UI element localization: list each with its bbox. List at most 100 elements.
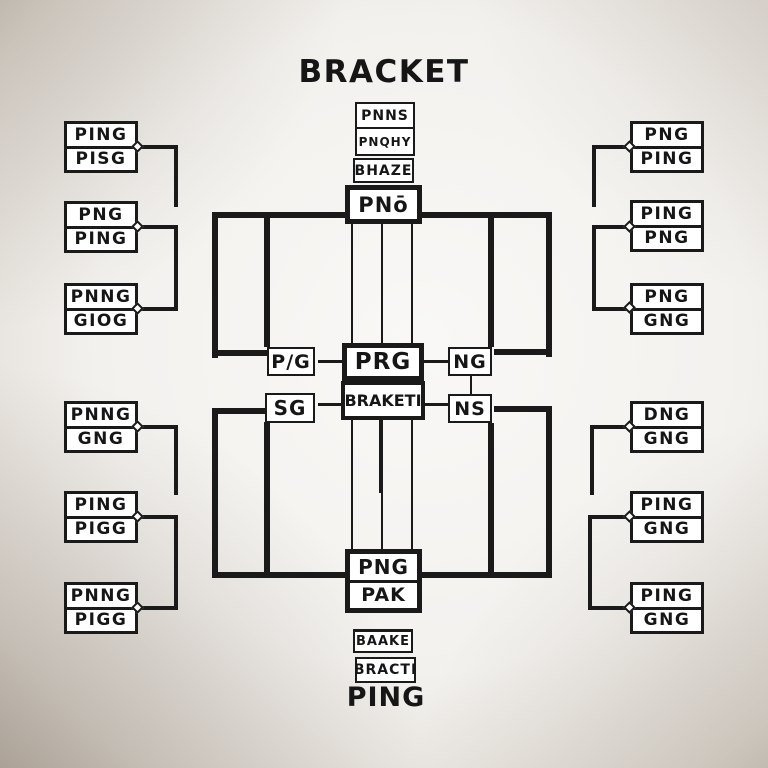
seed-box: BHAZE [353,158,414,183]
bracket-line [588,515,592,610]
bracket-line [590,425,594,495]
team-name: PNNG [67,585,135,610]
team-pair: PING PISG [64,121,138,173]
frame-line [488,423,494,578]
team-name: PING [67,494,135,519]
footer-label: PING [346,682,426,713]
feeder-line [381,224,383,346]
team-name: PNNG [67,404,135,429]
team-pair: PING GNG [630,491,704,543]
seed-label: PNNS [361,107,409,124]
seed-label: BRACTI [353,662,418,678]
semifinal-label: NS [454,397,486,420]
frame-line [212,212,218,358]
feeder-line [411,419,413,551]
frame-line [494,349,552,355]
frame-line [212,408,268,414]
bracket-line [588,606,630,610]
winner-box-top: PNō [345,185,422,224]
bracket-line [174,425,178,495]
team-name: PING [633,203,701,228]
team-pair: DNG GNG [630,401,704,453]
team-name: GNG [643,519,691,540]
final-label: BRAKETI [344,391,422,410]
connector-dash [318,360,344,363]
semifinal-box: NG [448,347,492,376]
seed-box: BAAKE [353,629,413,653]
team-name: PIGG [74,610,128,631]
semifinal-box: P/G [267,347,315,376]
bracket-line [174,145,178,207]
team-name: PING [74,229,128,250]
team-name: GIOG [73,311,129,332]
team-name: GNG [643,311,691,332]
bracket-line [592,145,596,207]
winner-label: PAK [361,584,406,607]
team-pair: PNG PING [630,121,704,173]
team-pair: PING GNG [630,582,704,634]
bracket-line [138,515,178,519]
connector-dash [318,403,344,406]
frame-line [494,406,552,412]
page-title: BRACKET [298,54,470,90]
team-pair: PNG GNG [630,283,704,335]
team-name: PNG [633,286,701,311]
semifinal-box: SG [265,393,315,423]
team-pair: PING PNG [630,200,704,252]
team-pair: PING PIGG [64,491,138,543]
seed-box: BRACTI [353,657,418,683]
semifinal-box: NS [448,394,492,423]
seed-label: BHAZE [354,162,413,179]
team-name: GNG [643,610,691,631]
team-name: PING [633,494,701,519]
final-box-top: PRG [342,343,424,381]
team-name: PNG [67,204,135,229]
frame-line [264,422,270,578]
frame-line [546,406,552,578]
connector-line [470,376,472,396]
bracket-line [138,425,178,429]
team-pair: PNNG GNG [64,401,138,453]
bracket-line [138,225,178,229]
winner-label: PNō [358,192,409,217]
final-label: PRG [354,349,412,375]
bracket-line [592,307,630,311]
bracket-line [138,145,178,149]
team-name: PING [640,149,694,170]
frame-line [546,212,552,357]
connector-dash [424,360,450,363]
frame-line [488,212,494,347]
bracket-line [174,225,178,311]
team-name: PNG [633,124,701,149]
bracket-line [138,307,178,311]
semifinal-label: NG [453,350,487,373]
team-name: DNG [633,404,701,429]
connector-dash [424,403,450,406]
winner-label: PNG [350,554,417,583]
feeder-line [379,419,383,493]
frame-line [212,350,268,356]
team-name: GNG [77,429,125,450]
team-pair: PNG PING [64,201,138,253]
bracket-line [588,515,630,519]
bracket-line [138,606,178,610]
seed-label: BAAKE [356,634,410,649]
team-name: PIGG [74,519,128,540]
feeder-line [351,224,353,346]
final-box-bottom: BRAKETI [341,381,425,420]
team-pair: PNNG GIOG [64,283,138,335]
team-name: PNNG [67,286,135,311]
seed-label: PNQHY [358,134,412,149]
bracket-line [592,225,596,311]
team-name: PING [67,124,135,149]
semifinal-label: SG [273,396,307,420]
feeder-line [351,419,353,551]
winner-box-bottom: PNG PAK [345,549,422,613]
bracket-line [590,425,630,429]
frame-line [264,212,270,347]
seed-box: PNQHY [355,127,415,156]
seed-box: PNNS [355,102,415,129]
semifinal-label: P/G [271,350,311,373]
bracket-line [174,515,178,610]
